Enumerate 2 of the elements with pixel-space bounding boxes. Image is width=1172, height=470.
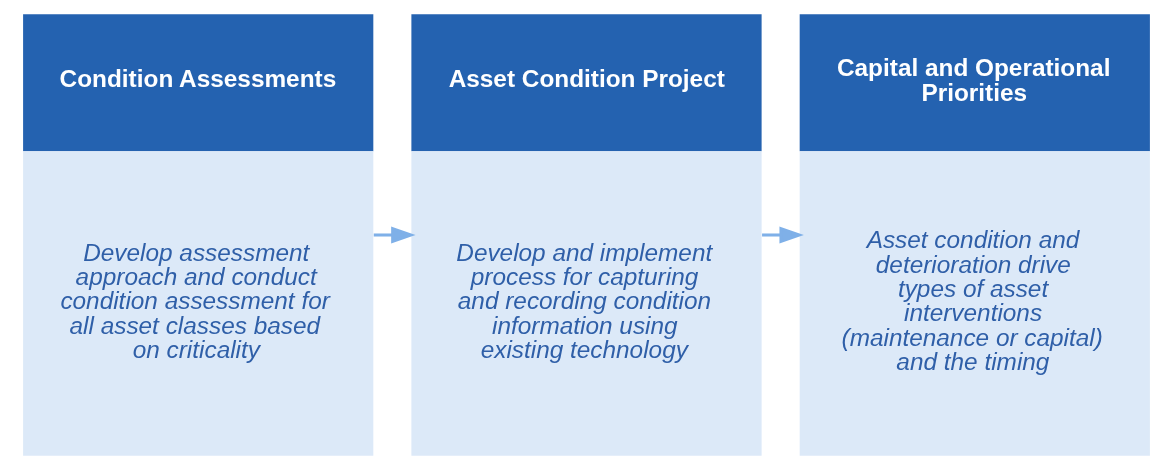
arrow	[761, 226, 804, 244]
arrow	[373, 226, 416, 244]
